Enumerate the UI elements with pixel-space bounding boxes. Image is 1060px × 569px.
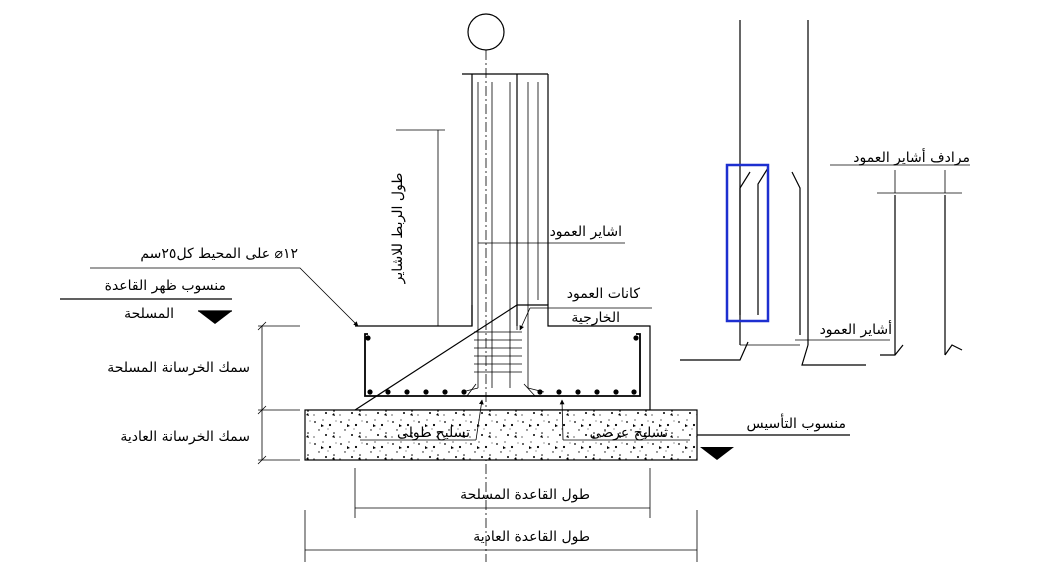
footing-length-dimensions (304, 468, 698, 562)
rc-top-level-marker (60, 298, 232, 324)
label-perimeter-rebar: ١٢⌀ على المحيط كل٢٥سم (140, 246, 298, 262)
highlight-box[interactable] (725, 163, 770, 323)
pc-footing (304, 409, 698, 461)
label-rc-thickness: سمك الخرسانة المسلحة (107, 360, 250, 376)
label-rc-footing-length: طول القاعدة المسلحة (460, 487, 590, 503)
column-label-circle (467, 13, 505, 51)
label-external: الخارجية (571, 310, 620, 326)
leader-lines (90, 242, 690, 441)
label-column-dowels-2: أشاير العمود (820, 320, 893, 338)
label-foundation-level: منسوب التأسيس (746, 413, 846, 432)
label-longitudinal-rebar: تسليح طولى (397, 425, 470, 441)
thickness-dimensions (257, 321, 300, 465)
dowel-length-dimension (396, 129, 445, 327)
column-outline (462, 73, 549, 326)
bottom-rebar-dots (365, 335, 639, 395)
label-rc-top-level: منسوب ظهر القاعدة (105, 278, 226, 294)
label-rc-top-level-2: المسلحة (124, 306, 174, 322)
label-pc-thickness: سمك الخرسانة العادية (120, 429, 250, 445)
label-column-ties: كانات العمود (567, 286, 641, 302)
label-pc-footing-length: طول القاعدة العادية (473, 529, 590, 545)
label-transverse-rebar: تسليح عرضى (590, 425, 668, 441)
column-dowel-bars (461, 82, 545, 393)
label-dowel-length: طول الربط للاشاير (390, 173, 406, 285)
label-dowel-splice: مرادف أشاير العمود (853, 148, 970, 166)
column-ties (474, 331, 522, 373)
dowel-splice-detail (680, 20, 970, 366)
foundation-level-marker (697, 434, 850, 460)
label-column-dowels: اشاير العمود (550, 224, 622, 240)
